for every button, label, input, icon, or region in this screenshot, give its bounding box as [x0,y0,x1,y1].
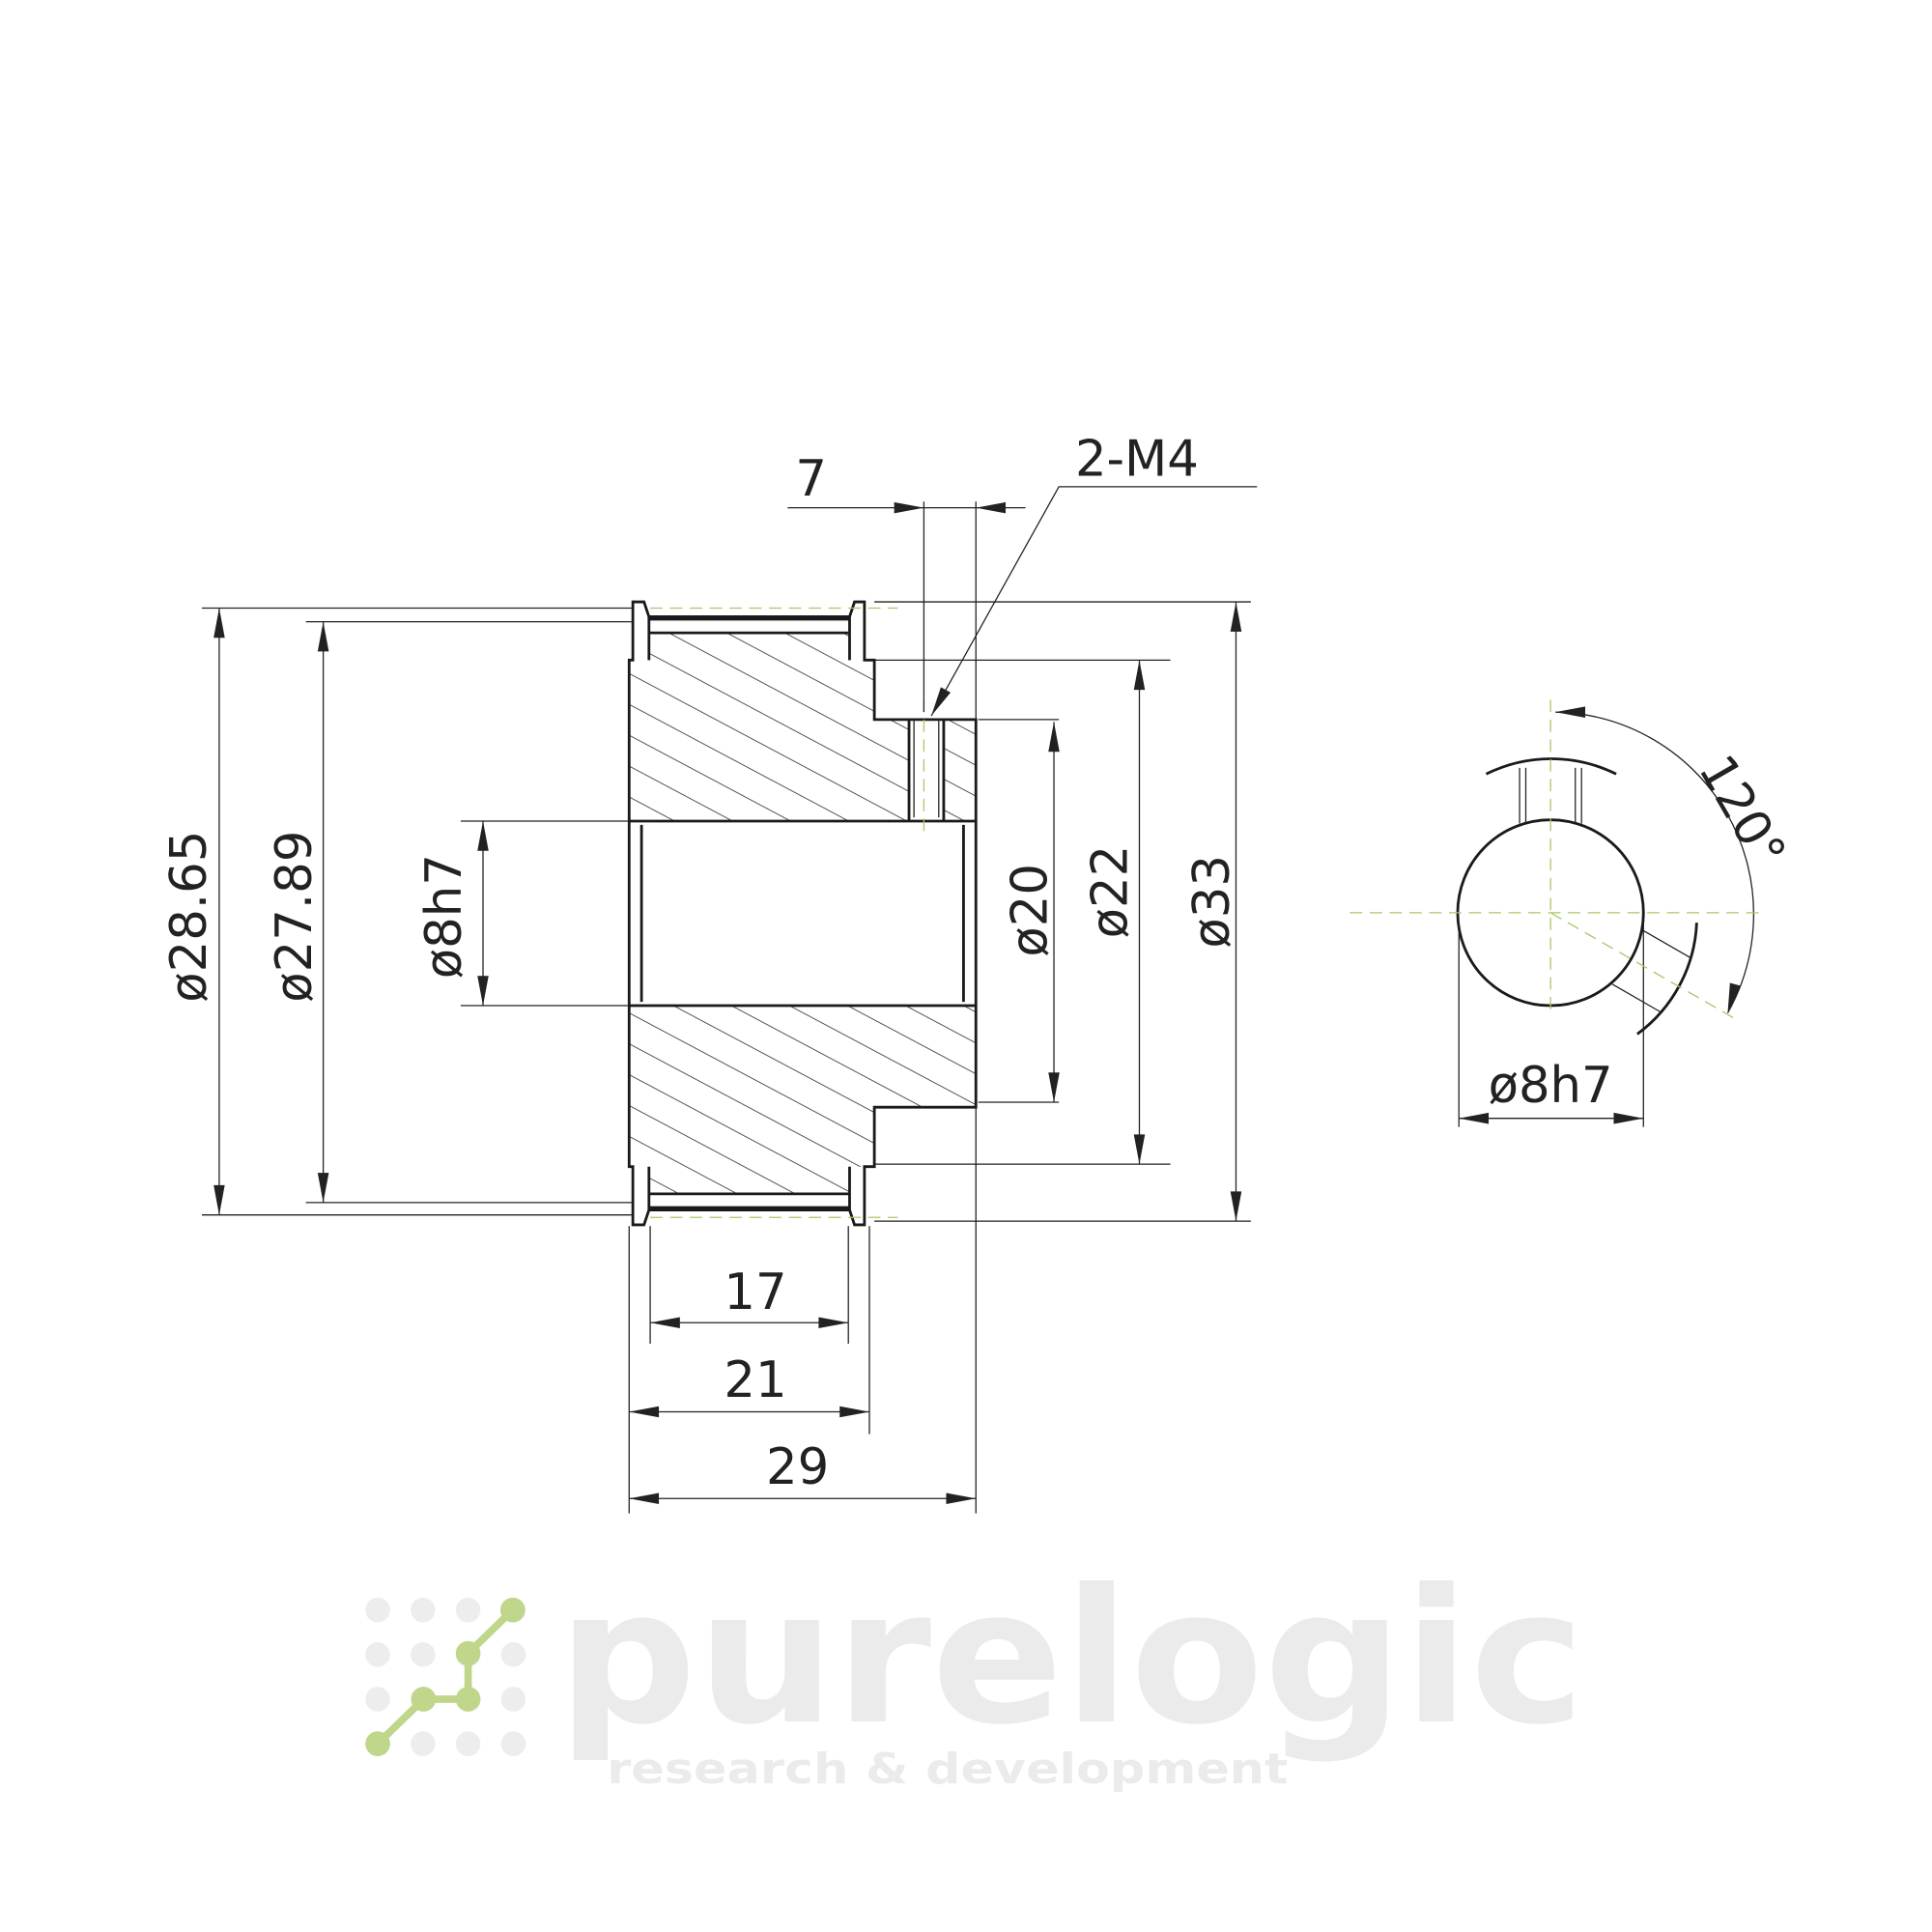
arrowhead [477,821,489,851]
logo-dot [365,1597,390,1623]
end-view [1350,699,1759,1127]
dim-d-33: ø33 [1183,855,1241,949]
section-view [627,600,978,1227]
arrowhead [1555,706,1586,718]
watermark-brand: purelogic [557,1550,1585,1766]
outline-bottom [627,1006,978,1227]
watermark-tagline: research & development [607,1746,1288,1794]
arrowhead [894,501,924,514]
hatch-top [629,633,977,821]
dim-d-20: ø20 [1001,864,1059,957]
arrowhead [946,1492,977,1505]
set-screw-hole [907,719,946,822]
arrowhead [1048,722,1060,753]
dim-120-deg: 120° [1687,746,1797,878]
dim-21: 21 [724,1351,786,1409]
dimensions [201,486,1258,1514]
arrowhead [839,1406,869,1418]
arrowhead [1133,660,1146,691]
arrowhead [976,501,1007,514]
logo-dot [365,1687,390,1712]
arrowhead [1230,1191,1242,1222]
logo-dot [455,1731,481,1756]
watermark-logo: purelogic research & development [365,1550,1585,1794]
outline-top [627,600,978,822]
arrowhead [650,1317,680,1328]
dim-7: 7 [795,450,827,508]
arrowhead [1048,1072,1060,1103]
arrowhead [1727,982,1741,1013]
arrowhead [629,1492,660,1505]
arrowhead [1230,602,1242,632]
bore [627,819,978,1008]
logo-dot [411,1642,436,1667]
dim-d-27-89: ø27.89 [266,831,324,1003]
dim-d-22: ø22 [1082,845,1140,939]
arrowhead [317,621,329,652]
arrowhead [317,1173,329,1203]
arrowhead [931,687,952,717]
arrowheads [213,501,1741,1505]
dimension-labels: ø28.65 ø27.89 ø8h7 ø20 ø22 ø33 7 2-M4 17… [160,430,1797,1496]
arrowhead [477,976,489,1007]
logo-dot [365,1642,390,1667]
logo-dot [455,1597,481,1623]
logo-dot [411,1731,436,1756]
arrowhead [213,1184,225,1215]
dim-d-8h7-right: ø8h7 [1489,1057,1613,1115]
logo-dot [500,1642,526,1667]
hatch-bottom [629,1006,977,1194]
arrowhead [818,1317,849,1328]
logo-dot [500,1731,526,1756]
dim-2-m4: 2-M4 [1075,430,1199,488]
arrowhead [213,608,225,639]
dim-d-28-65: ø28.65 [160,831,218,1003]
arrowhead [1133,1134,1146,1165]
dim-d-8h7-left: ø8h7 [415,854,473,979]
logo-dot [411,1597,436,1623]
arrowhead [629,1406,660,1418]
dim-29: 29 [766,1438,829,1496]
logo-dot [500,1687,526,1712]
dim-17: 17 [724,1264,786,1321]
